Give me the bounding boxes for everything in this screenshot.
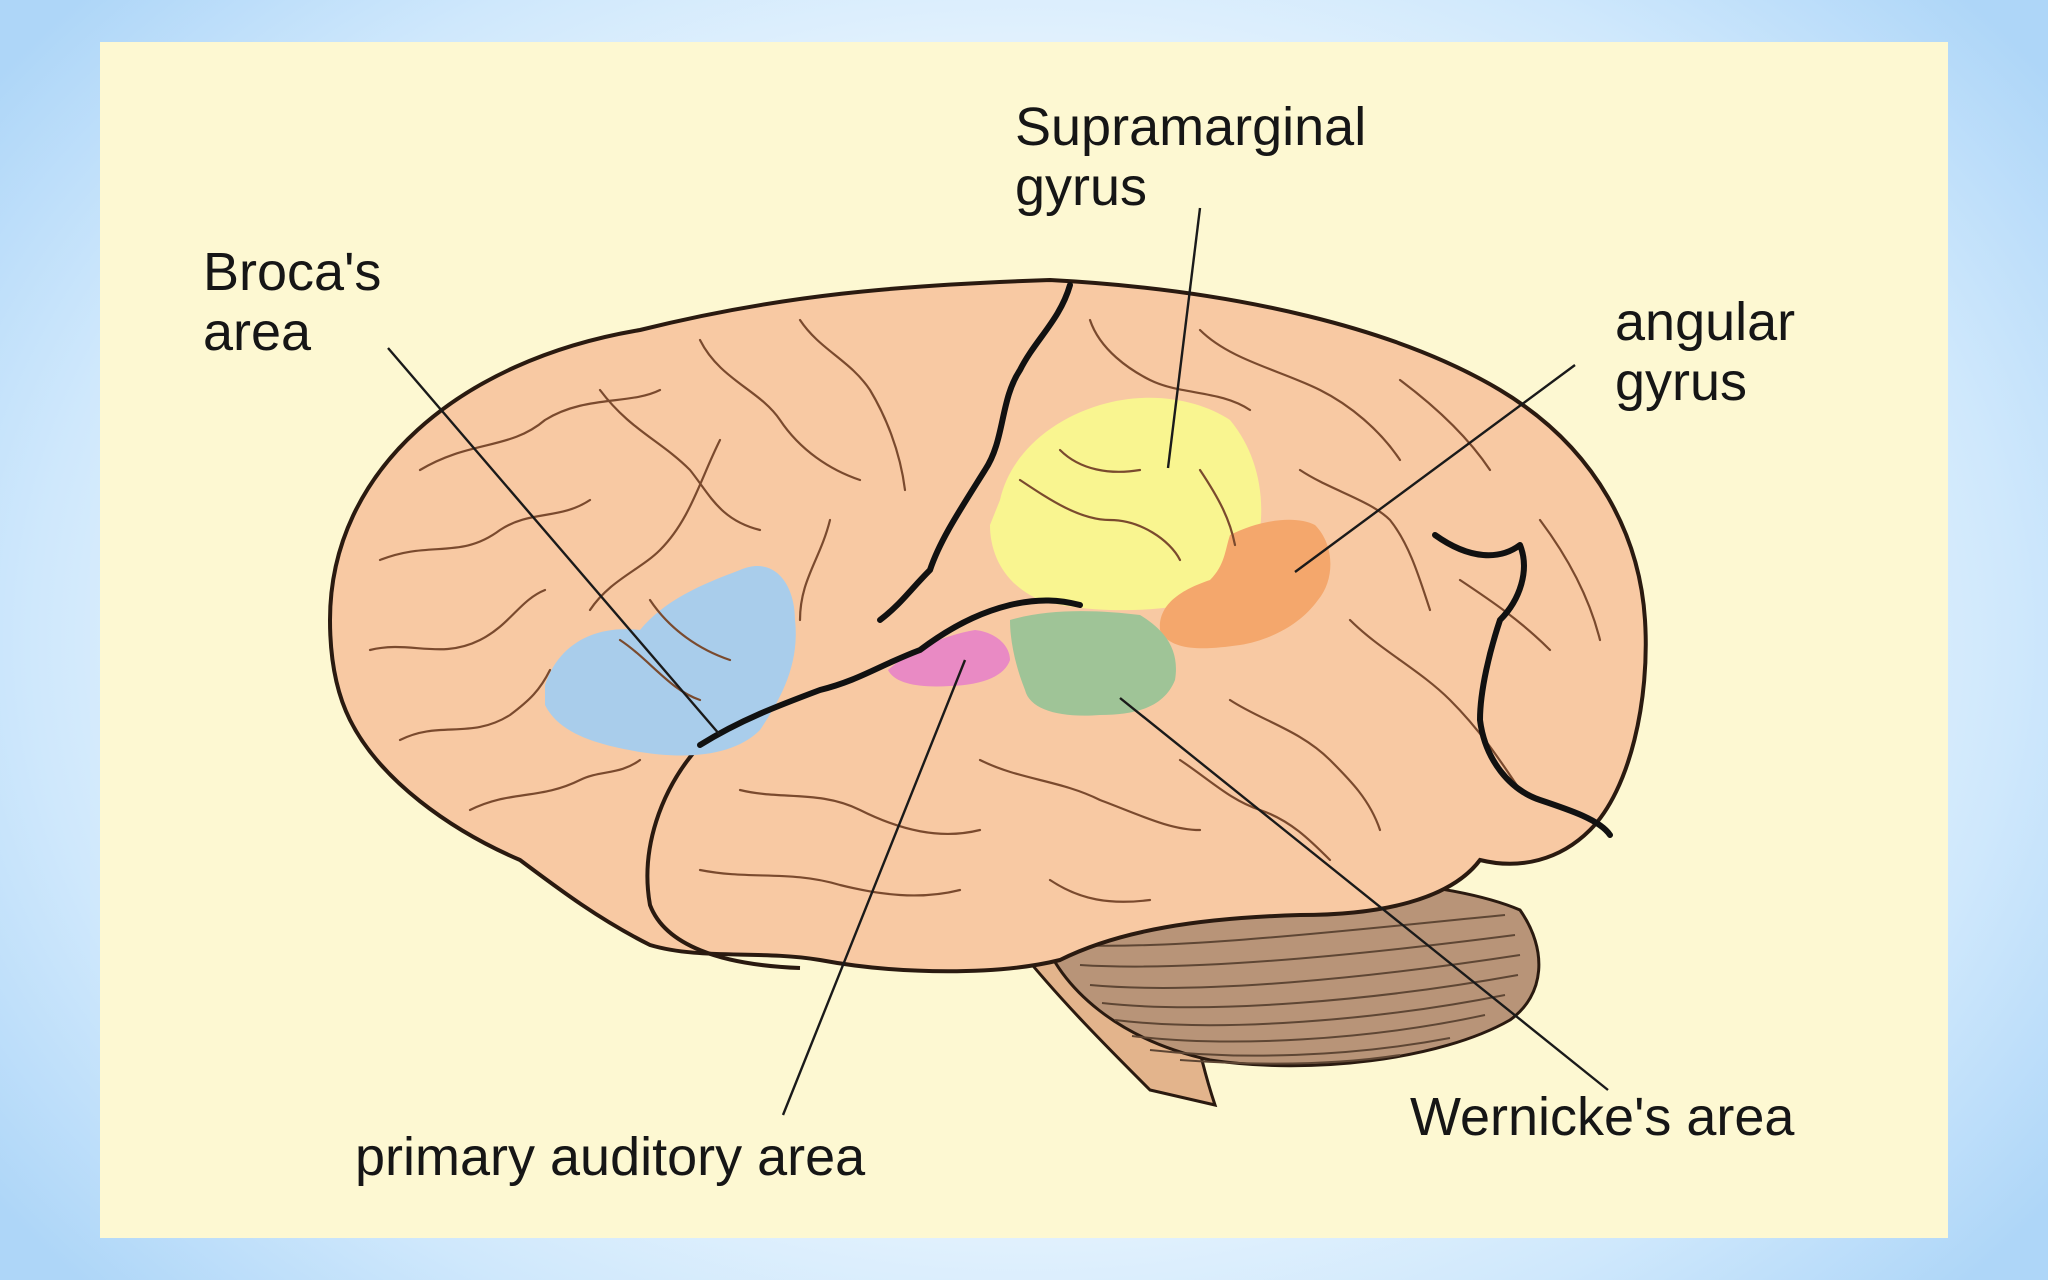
- label-angular-line2: gyrus: [1615, 352, 1747, 412]
- gyri-texture: [368, 318, 1602, 903]
- label-primary-auditory-area: primary auditory area: [355, 1127, 866, 1187]
- label-broca-line1: Broca's: [203, 242, 381, 302]
- cerebral-cortex: [327, 277, 1648, 974]
- leader-broca: [387, 347, 721, 736]
- temporal-lobe-boundary: [645, 743, 801, 970]
- leader-angular: [1294, 364, 1576, 573]
- leader-lines: [387, 207, 1609, 1116]
- label-wernicke-area: Wernicke's area: [1410, 1087, 1795, 1147]
- label-broca-line2: area: [203, 302, 312, 362]
- central-sulcus: [877, 282, 1073, 623]
- primary-auditory-area-region: [888, 630, 1010, 687]
- label-supramarginal-line2: gyrus: [1015, 157, 1147, 217]
- leader-primary-auditory: [781, 659, 967, 1116]
- label-supramarginal-line1: Supramarginal: [1015, 97, 1366, 157]
- angular-gyrus-region: [1159, 519, 1331, 649]
- parieto-occipital-sulcus: [1432, 532, 1613, 838]
- leader-wernicke: [1119, 697, 1609, 1091]
- major-sulci: [697, 282, 1613, 838]
- label-angular-line1: angular: [1615, 292, 1795, 352]
- cerebellum-folia: [1069, 914, 1521, 1065]
- broca-area-region: [545, 566, 796, 756]
- supramarginal-gyrus-region: [990, 397, 1262, 611]
- leader-supramarginal: [1166, 207, 1202, 469]
- wernicke-area-region: [1010, 611, 1176, 716]
- lateral-sulcus: [697, 597, 1083, 748]
